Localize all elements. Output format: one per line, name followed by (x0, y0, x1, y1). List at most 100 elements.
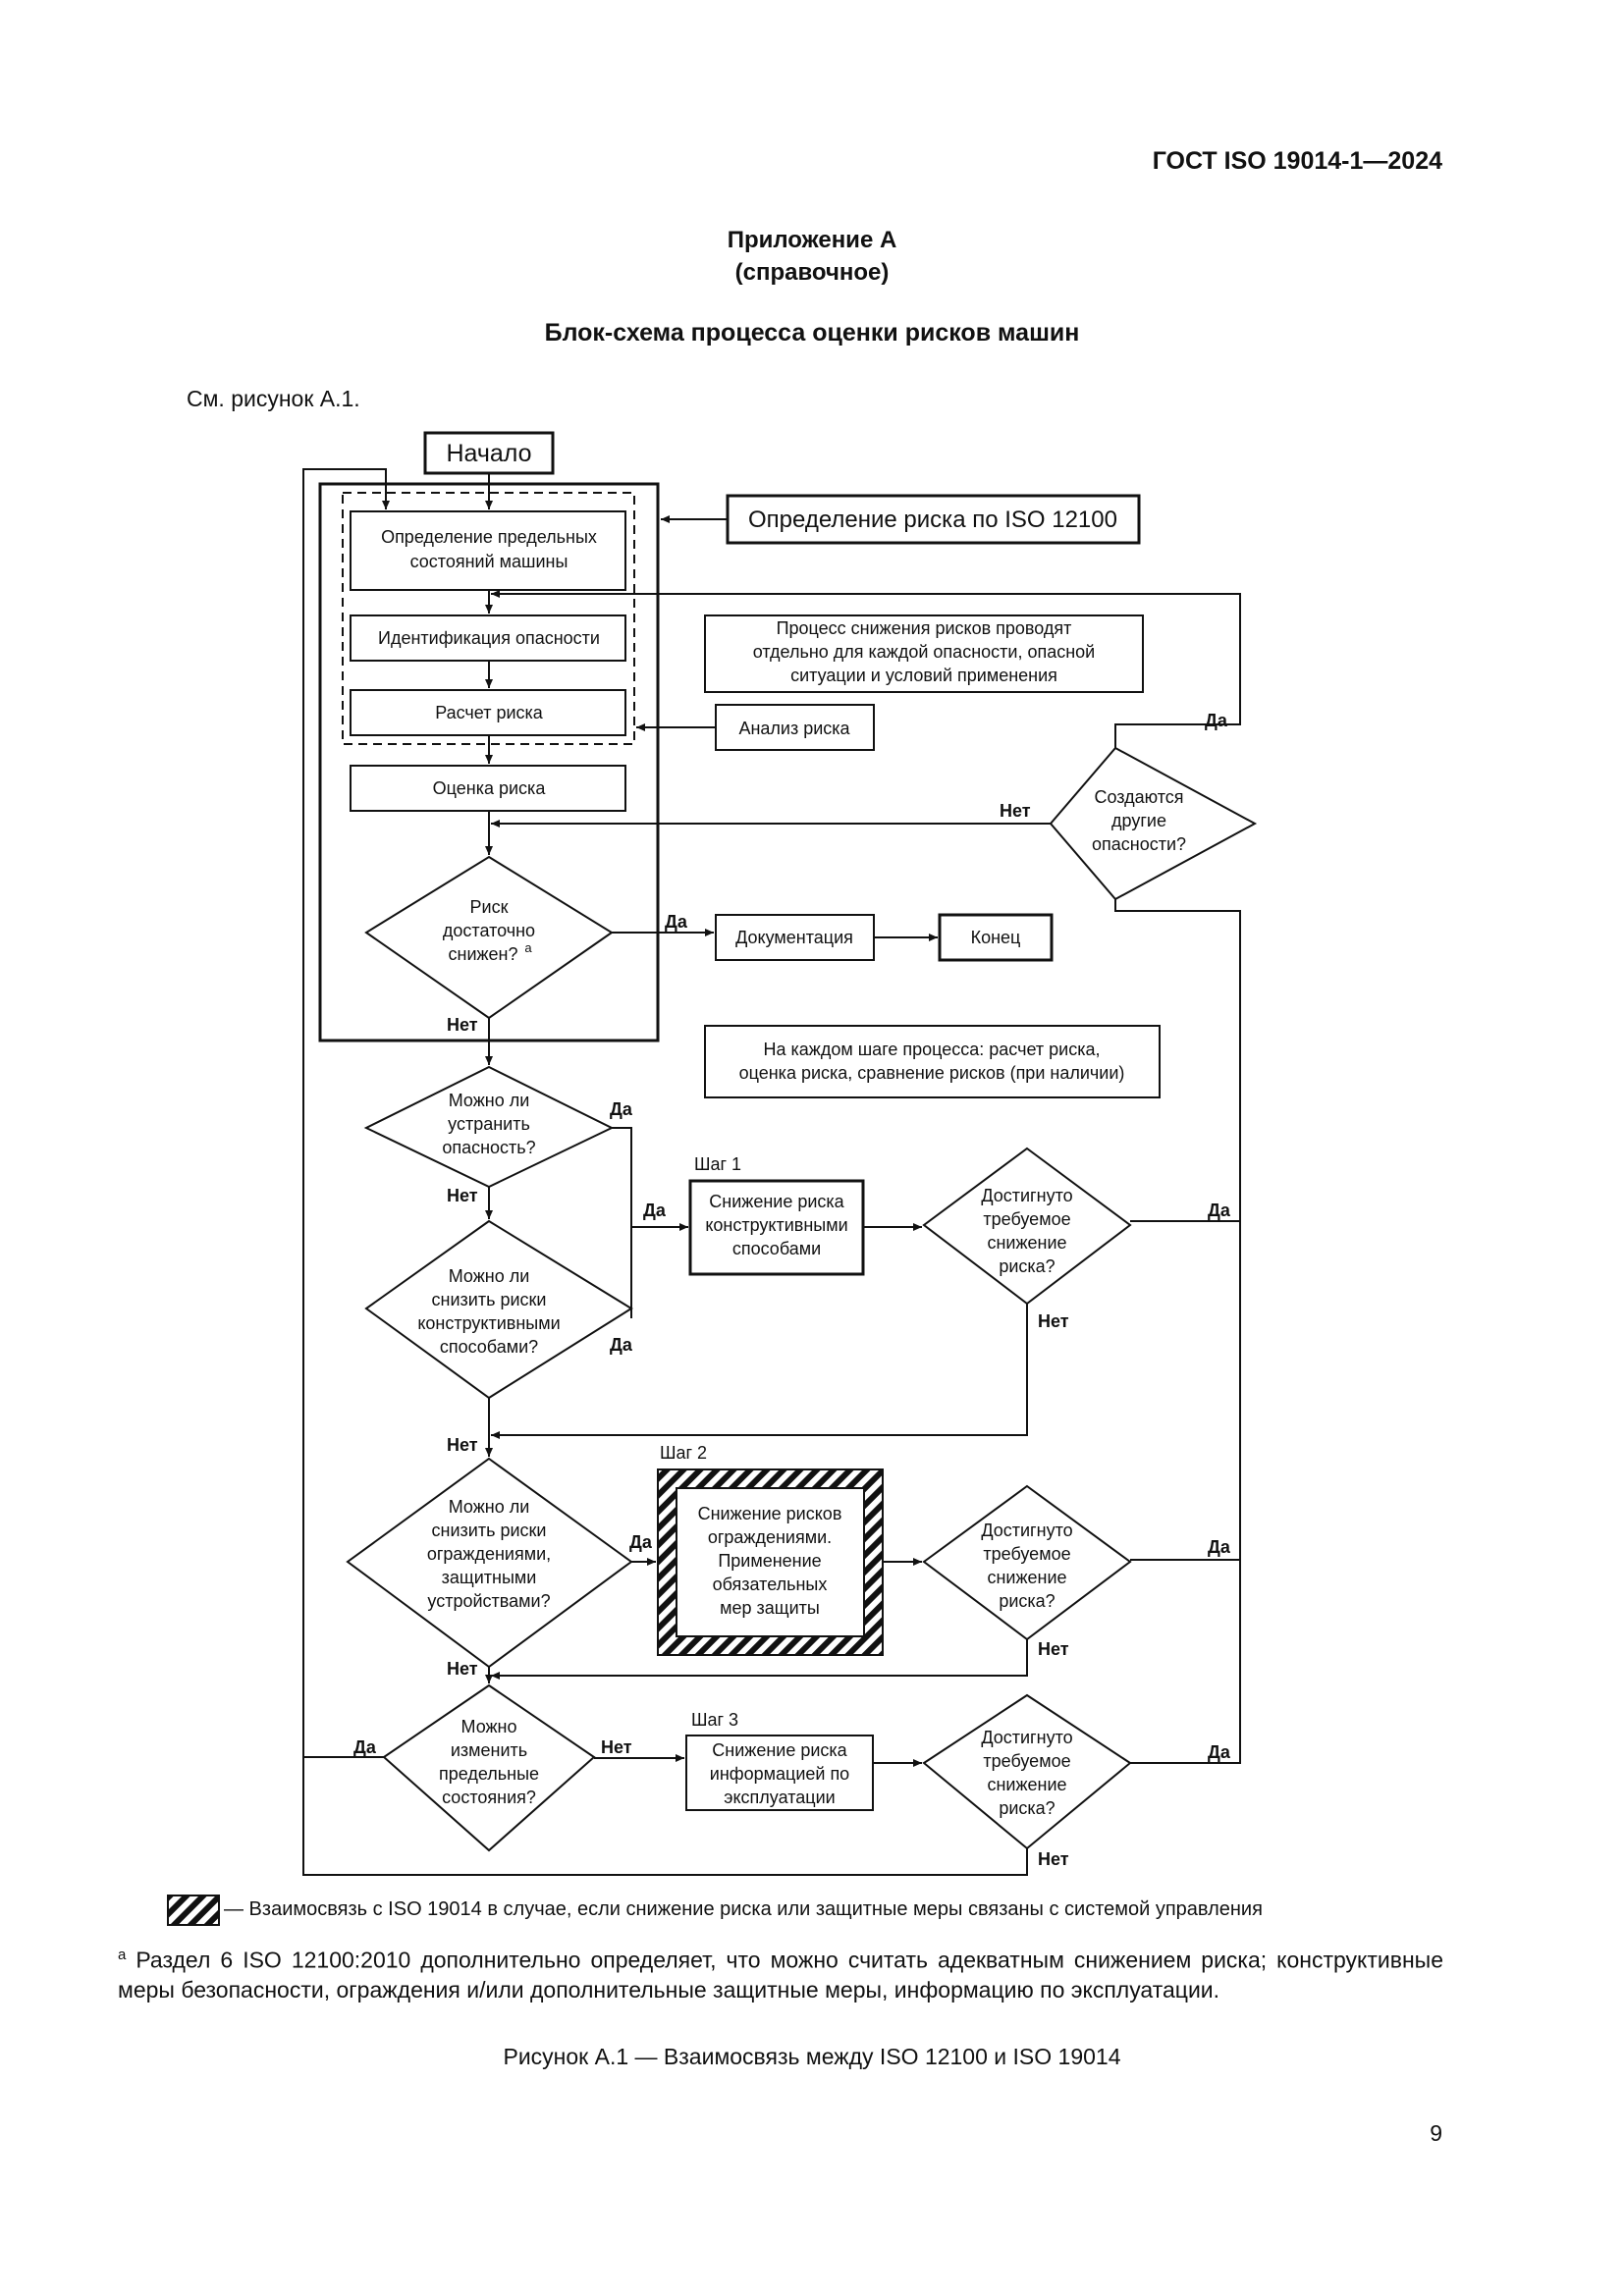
a1-4: риска? (999, 1256, 1055, 1276)
a1-1: Достигнуто (981, 1186, 1072, 1205)
a2-4: риска? (999, 1591, 1055, 1611)
risk-analysis-label: Анализ риска (738, 719, 850, 738)
s2-4: обязательных (713, 1575, 828, 1594)
s2-5: мер защиты (720, 1598, 820, 1618)
decision-achieved-3 (922, 1693, 1132, 1850)
a1-3: снижение (987, 1233, 1066, 1253)
yes-limits: Да (353, 1737, 377, 1757)
page-number: 9 (1430, 2120, 1442, 2146)
end-box (938, 913, 1054, 962)
figure-caption: Рисунок А.1 — Взаимосвязь между ISO 1210… (503, 2044, 1121, 2069)
legend-text: — Взаимосвязь с ISO 19014 в случае, если… (224, 1898, 1263, 1920)
yes-design: Да (610, 1335, 633, 1355)
right-return-line (1114, 899, 1241, 1764)
note-steps-2: оценка риска, сравнение рисков (при нали… (739, 1063, 1125, 1083)
documentation-label: Документация (735, 928, 853, 947)
d-design-3: конструктивными (417, 1313, 560, 1333)
no-design: Нет (447, 1435, 478, 1455)
figure-reference: См. рисунок А.1. (187, 386, 360, 411)
note-process-box (704, 614, 1144, 693)
a2-2: требуемое (983, 1544, 1070, 1564)
s3-3: эксплуатации (724, 1788, 835, 1807)
d-elim-3: опасность? (442, 1138, 535, 1157)
d-limits-1: Можно (461, 1717, 517, 1736)
d-elim-2: устранить (448, 1114, 530, 1134)
a3-1: Достигнуто (981, 1728, 1072, 1747)
note-process-2: отдельно для каждой опасности, опасной (753, 642, 1095, 662)
definition-label: Определение риска по ISO 12100 (748, 507, 1117, 533)
step2-box (676, 1487, 865, 1637)
step3-box (685, 1735, 874, 1811)
d-reduced-sup: a (524, 940, 532, 955)
a2-1: Достигнуто (981, 1521, 1072, 1540)
d-limits-2: изменить (451, 1740, 527, 1760)
no-reduced: Нет (447, 1015, 478, 1035)
document-id: ГОСТ ISO 19014-1—2024 (1152, 147, 1442, 175)
hazard-id-label: Идентификация опасности (378, 628, 600, 648)
note-process-3: ситуации и условий применения (790, 666, 1057, 685)
d-other-1: Создаются (1094, 787, 1183, 807)
s2-3: Применение (718, 1551, 821, 1571)
a3-4: риска? (999, 1798, 1055, 1818)
limits-box (350, 510, 626, 591)
loop-top-connector (302, 468, 390, 1845)
annex-type: (справочное) (734, 259, 890, 286)
d-elim-1: Можно ли (449, 1091, 530, 1110)
decision-limits (382, 1683, 596, 1852)
end-label: Конец (971, 928, 1021, 947)
d-design-4: способами? (440, 1337, 538, 1357)
footnote-text: Раздел 6 ISO 12100:2010 дополнительно оп… (118, 1947, 1444, 2002)
s3-2: информацией по (710, 1764, 849, 1784)
d-design-2: снизить риски (432, 1290, 547, 1309)
no-achieved-3: Нет (1038, 1849, 1069, 1869)
s1-1: Снижение риска (709, 1192, 844, 1211)
note-steps-1: На каждом шаге процесса: расчет риска, (764, 1040, 1101, 1059)
yes-achieved-3: Да (1208, 1742, 1231, 1762)
d-guard-2: снизить риски (432, 1521, 547, 1540)
a2-3: снижение (987, 1568, 1066, 1587)
yes-achieved-1: Да (1208, 1201, 1231, 1220)
d-guard-5: устройствами? (427, 1591, 550, 1611)
s1-3: способами (732, 1239, 821, 1258)
s2-1: Снижение рисков (698, 1504, 842, 1523)
yes-elim: Да (610, 1099, 633, 1119)
limits-label-2: состояний машины (410, 552, 568, 571)
s1-2: конструктивными (705, 1215, 847, 1235)
d-guard-1: Можно ли (449, 1497, 530, 1517)
decision-design (364, 1219, 633, 1400)
d-design-1: Можно ли (449, 1266, 530, 1286)
note-steps-box (704, 1025, 1161, 1098)
risk-analysis-frame (342, 492, 635, 745)
no-achieved-1: Нет (1038, 1311, 1069, 1331)
other-hazards-yes-connector (491, 590, 1241, 748)
a3-3: снижение (987, 1775, 1066, 1794)
yes-guards: Да (629, 1532, 653, 1552)
annex-title: Приложение А (справочное) (0, 224, 1624, 289)
d-other-3: опасности? (1092, 834, 1186, 854)
d-limits-4: состояния? (442, 1788, 536, 1807)
no-other: Нет (1000, 801, 1031, 821)
annex-name: Приложение А (727, 227, 897, 253)
start-label: Начало (446, 440, 531, 467)
yes-reduced: Да (665, 912, 688, 932)
figure-heading: Блок-схема процесса оценки рисков машин (544, 319, 1080, 347)
a1-2: требуемое (983, 1209, 1070, 1229)
limits-label-1: Определение предельных (381, 527, 597, 547)
no-achieved-2: Нет (1038, 1639, 1069, 1659)
d-reduced-1: Риск (470, 897, 509, 917)
d-reduced-2: достаточно (443, 921, 535, 940)
hatch-legend-icon (167, 1895, 220, 1926)
d-reduced-3: снижен? (449, 944, 518, 964)
s2-2: ограждениями. (708, 1527, 832, 1547)
flowchart: Начало Определение предельных состояний … (302, 431, 1258, 1876)
d-limits-3: предельные (439, 1764, 539, 1784)
note-process-1: Процесс снижения рисков проводят (777, 618, 1072, 638)
d-guard-3: ограждениями, (427, 1544, 551, 1564)
risk-calc-label: Расчет риска (435, 703, 544, 722)
step1-label: Шаг 1 (694, 1154, 741, 1174)
d-other-2: другие (1111, 811, 1166, 830)
d-guard-4: защитными (442, 1568, 537, 1587)
step2-label: Шаг 2 (660, 1443, 707, 1463)
yes-achieved-2: Да (1208, 1537, 1231, 1557)
no-elim: Нет (447, 1186, 478, 1205)
